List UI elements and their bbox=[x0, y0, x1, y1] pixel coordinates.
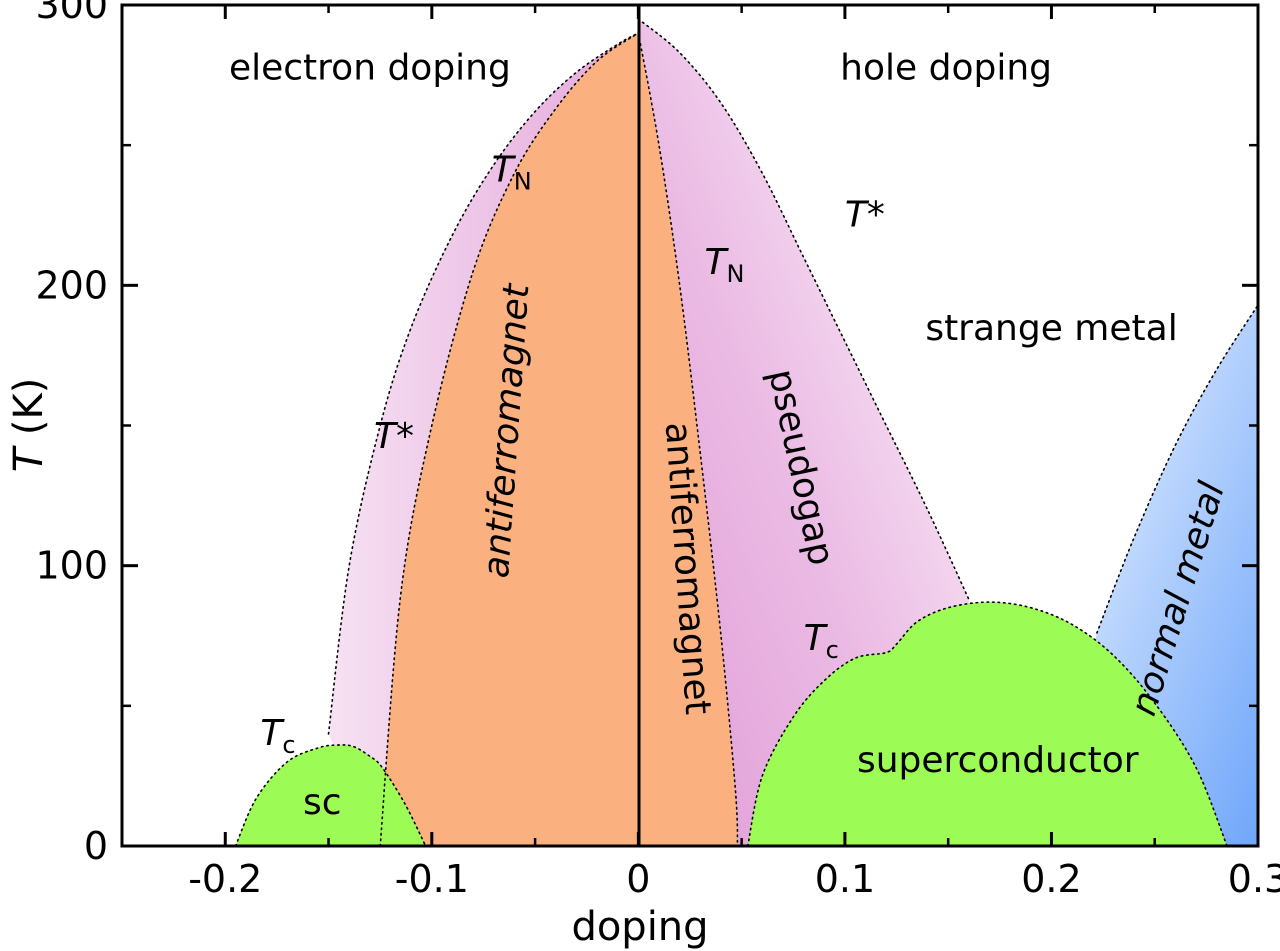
curves-layer bbox=[234, 18, 1259, 847]
temperature-symbol: T* bbox=[845, 194, 885, 235]
antiferromagnet-region-electron bbox=[380, 33, 639, 846]
temperature-symbol: TN bbox=[492, 150, 532, 196]
y-tick-label: 0 bbox=[84, 824, 108, 868]
normal-metal-boundary bbox=[1096, 304, 1259, 634]
tc-curve-electron bbox=[234, 744, 427, 847]
temperature-symbol: Tc bbox=[804, 618, 839, 664]
x-tick-label: 0.3 bbox=[1228, 857, 1280, 901]
x-tick-label: 0.2 bbox=[1021, 857, 1081, 901]
x-tick-label: -0.1 bbox=[395, 857, 469, 901]
y-tick-label: 200 bbox=[35, 263, 108, 307]
superconductor-dome-electron bbox=[235, 744, 426, 846]
t-star-curve-electron bbox=[327, 32, 640, 735]
tn-curve-hole bbox=[637, 32, 739, 847]
x-axis-title: doping bbox=[571, 904, 708, 950]
y-tick-label: 100 bbox=[35, 544, 108, 588]
temperature-symbol: T* bbox=[374, 416, 414, 457]
y-tick-label: 300 bbox=[35, 0, 108, 27]
tc-curve-hole bbox=[747, 601, 1228, 847]
x-tick-label: 0 bbox=[626, 857, 650, 901]
x-tick-label: -0.2 bbox=[188, 857, 262, 901]
axes-layer: doping T (K) -0.2 -0.1 0 0.1 0.2 0.3 0 100 200 30… bbox=[6, 0, 1280, 950]
region-label: sc bbox=[303, 782, 342, 823]
superconductor-dome-hole bbox=[747, 602, 1227, 846]
antiferromagnet-region-hole bbox=[638, 33, 738, 846]
region-label: strange metal bbox=[925, 308, 1177, 349]
x-tick-label: 0.1 bbox=[815, 857, 875, 901]
region-label: superconductor bbox=[857, 740, 1139, 781]
y-axis-title: T (K) bbox=[6, 378, 52, 473]
tn-curve-electron bbox=[379, 32, 640, 847]
temperature-symbol: TN bbox=[704, 242, 744, 288]
temperature-symbol: Tc bbox=[260, 713, 295, 759]
t-star-curve-hole bbox=[637, 18, 970, 601]
region-label: electron doping bbox=[229, 48, 511, 89]
region-label: hole doping bbox=[840, 48, 1052, 89]
